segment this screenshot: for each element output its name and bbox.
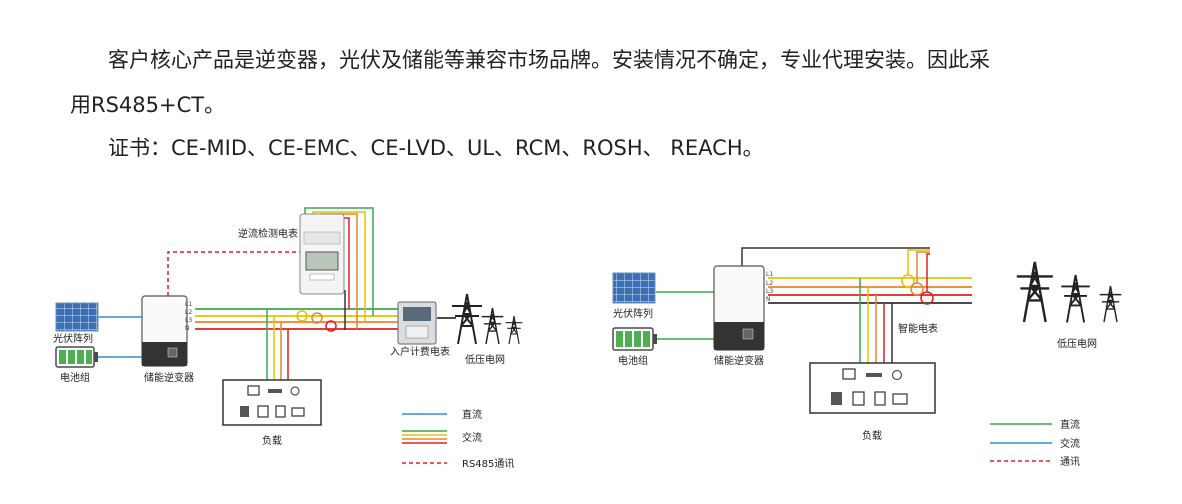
left-phase-label-l2: L2 bbox=[185, 309, 192, 316]
right-inverter-base bbox=[714, 322, 764, 350]
left-tower-icon-1 bbox=[451, 293, 483, 345]
air-conditioner-icon bbox=[268, 389, 282, 393]
left-diagram: 光伏阵列 电池组 储能逆变器 L1 L2 L3 N 逆流检测电表 入户计费电表 bbox=[53, 207, 524, 470]
left-load-label: 负载 bbox=[262, 434, 282, 447]
left-ct-clamp-2 bbox=[311, 312, 323, 324]
microwave-icon bbox=[892, 393, 908, 405]
intro-paragraph-line2: 用RS485+CT。 bbox=[70, 93, 226, 117]
left-battery-cell-1 bbox=[59, 350, 66, 364]
left-detection-meter-label: 逆流检测电表 bbox=[238, 227, 298, 240]
left-tower-icon-2 bbox=[480, 307, 504, 345]
right-phase-label-n: N bbox=[766, 296, 771, 303]
right-ct-clamp-2 bbox=[910, 282, 924, 296]
right-legend-dc-label: 直流 bbox=[1060, 418, 1080, 431]
right-load-box bbox=[809, 362, 936, 414]
right-battery-cell-3 bbox=[634, 331, 641, 347]
right-phase-label-l3: L3 bbox=[766, 288, 773, 295]
left-battery-cell-4 bbox=[86, 350, 92, 364]
fan-icon bbox=[290, 386, 300, 396]
left-pv-label: 光伏阵列 bbox=[53, 332, 93, 345]
left-phase-label-n: N bbox=[185, 325, 190, 332]
left-inverter-display bbox=[167, 347, 178, 358]
right-top-line bbox=[741, 247, 930, 266]
left-pv-array-icon bbox=[55, 302, 99, 332]
microwave-icon bbox=[291, 407, 305, 417]
tv-icon bbox=[247, 385, 260, 396]
right-load-label: 负载 bbox=[862, 429, 882, 442]
certificates-line: 证书：CE-MID、CE-EMC、CE-LVD、UL、RCM、ROSH、 REA… bbox=[108, 136, 764, 160]
fridge-icon bbox=[240, 406, 249, 417]
left-inverter-label: 储能逆变器 bbox=[144, 371, 194, 384]
washer-icon bbox=[874, 391, 886, 406]
right-battery-terminal bbox=[653, 334, 657, 344]
left-grid-label: 低压电网 bbox=[465, 353, 505, 366]
left-home-meter-panel bbox=[405, 325, 429, 339]
left-home-meter-screen bbox=[403, 307, 431, 321]
air-conditioner-icon bbox=[866, 373, 882, 377]
right-battery-cell-2 bbox=[625, 331, 632, 347]
left-battery-cell-3 bbox=[77, 350, 84, 364]
left-appliance-icons bbox=[240, 385, 305, 418]
left-legend-dc-label: 直流 bbox=[462, 408, 482, 421]
heater-icon bbox=[852, 391, 865, 406]
left-detection-meter-label-plate bbox=[309, 273, 335, 281]
right-phase-label-l1: L1 bbox=[766, 271, 773, 278]
right-pv-array-icon bbox=[612, 272, 656, 304]
left-inverter-base bbox=[142, 342, 187, 366]
left-rs485-line bbox=[167, 251, 302, 296]
left-phase-label-l1: L1 bbox=[185, 301, 192, 308]
left-ct-clamp-3 bbox=[325, 320, 337, 332]
right-legend-ac-label: 交流 bbox=[1060, 437, 1080, 450]
right-phase-label-l2: L2 bbox=[766, 280, 773, 287]
right-inverter-label: 储能逆变器 bbox=[714, 354, 764, 367]
left-tower-icon-3 bbox=[505, 315, 524, 345]
tv-icon bbox=[842, 368, 856, 380]
right-legend: 直流 交流 通讯 bbox=[990, 418, 1080, 468]
right-battery-cell-1 bbox=[616, 331, 623, 347]
right-inverter-display bbox=[742, 328, 754, 340]
right-legend-comm-label: 通讯 bbox=[1060, 456, 1080, 468]
left-battery-label: 电池组 bbox=[60, 371, 90, 384]
left-meter-wire-l1 bbox=[304, 207, 374, 316]
right-smart-meter-label: 智能电表 bbox=[898, 322, 938, 335]
left-battery-cell-2 bbox=[68, 350, 75, 364]
left-legend: 直流 交流 RS485通讯 bbox=[402, 408, 514, 470]
fan-icon bbox=[891, 369, 903, 381]
left-detection-meter-screen bbox=[305, 251, 339, 271]
right-ct-lead-2 bbox=[916, 251, 930, 283]
right-diagram: 光伏阵列 电池组 储能逆变器 L1 L2 L3 N 智能电表 低压电网 bbox=[612, 247, 1123, 468]
heater-icon bbox=[257, 405, 269, 418]
washer-icon bbox=[275, 405, 286, 418]
fridge-icon bbox=[831, 392, 842, 405]
intro-paragraph-line1: 客户核心产品是逆变器，光伏及储能等兼容市场品牌。安装情况不确定，专业代理安装。因… bbox=[108, 48, 990, 72]
right-ct-lead-3 bbox=[926, 253, 930, 292]
left-phase-label-l3: L3 bbox=[185, 317, 192, 324]
right-appliance-icons bbox=[831, 368, 908, 406]
right-tower-icon-3 bbox=[1098, 285, 1123, 323]
left-load-box bbox=[222, 379, 322, 426]
right-battery-cell-4 bbox=[643, 331, 650, 347]
right-grid-label: 低压电网 bbox=[1057, 337, 1097, 350]
right-pv-label: 光伏阵列 bbox=[613, 307, 653, 320]
left-detection-meter-top bbox=[303, 231, 341, 245]
left-home-meter-label: 入户计费电表 bbox=[390, 345, 450, 358]
left-battery-terminal bbox=[94, 352, 98, 362]
right-battery-label: 电池组 bbox=[618, 354, 648, 367]
right-tower-icon-2 bbox=[1060, 274, 1091, 324]
right-ct-lead-1 bbox=[907, 249, 930, 275]
left-legend-rs485-label: RS485通讯 bbox=[462, 458, 514, 470]
left-ct-clamp-1 bbox=[296, 310, 308, 322]
left-legend-ac-label: 交流 bbox=[462, 431, 482, 444]
right-tower-icon-1 bbox=[1015, 260, 1055, 324]
